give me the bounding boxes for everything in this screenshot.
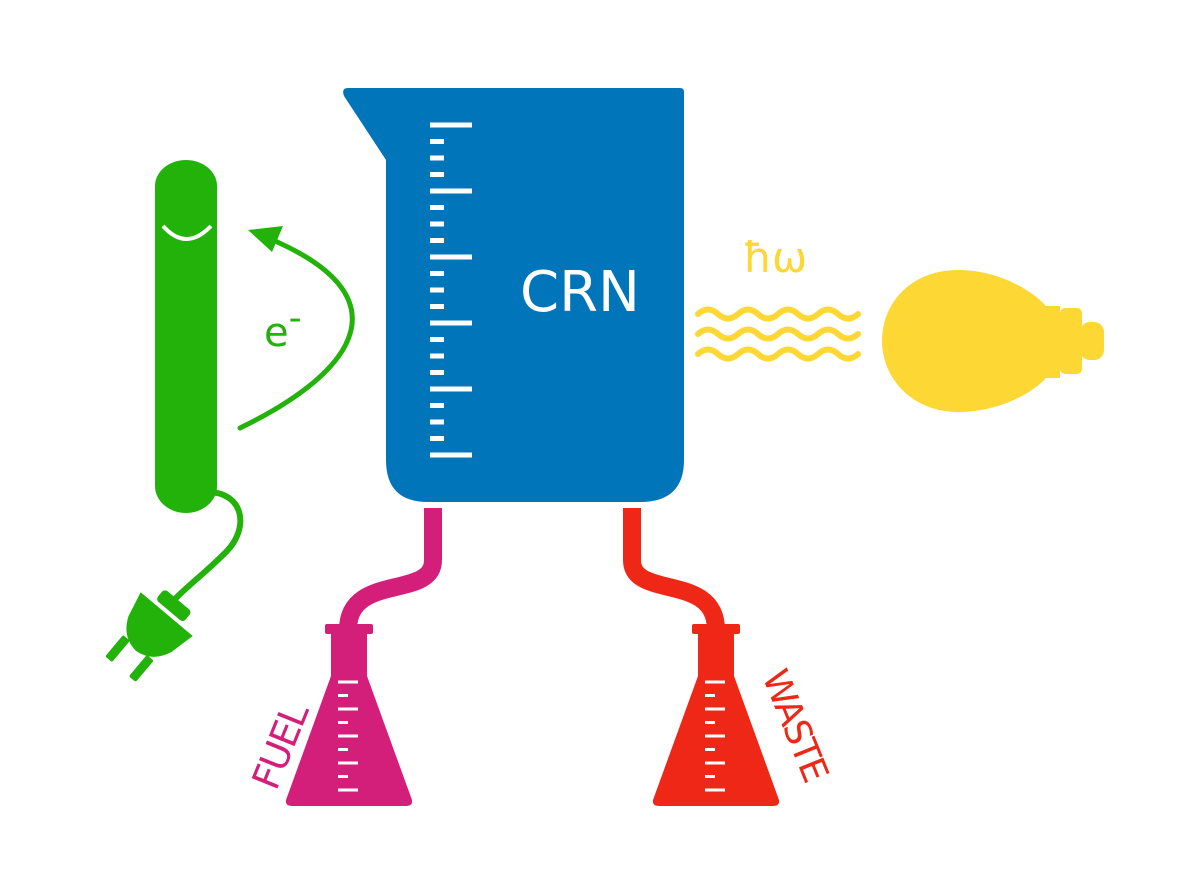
fuel-flask-graduations [338,680,358,792]
waste-tube [623,508,725,631]
fuel-tube [339,508,442,631]
fuel-flask [285,634,413,806]
electron-symbol: e [264,310,289,356]
lightbulb-base [1060,308,1082,374]
waste-flask-graduations [705,680,725,792]
beaker-group [343,88,684,502]
electron-arrow [237,235,355,431]
electrode-body [155,160,217,513]
electron-label: e- [264,298,302,356]
plug-icon [105,590,193,682]
fuel-flask-collar [325,624,373,634]
reactor-label: CRN [520,260,640,325]
beaker-graduations [430,122,472,458]
photon-label: ħω [743,233,807,282]
electrode-group [105,160,355,682]
waste-flask-collar [692,624,740,634]
electron-arrowhead [248,226,283,252]
fuel-group [285,508,442,806]
light-group [695,270,1104,412]
lightbulb-icon [882,270,1060,412]
electron-charge: - [289,298,302,339]
waste-group [623,508,780,806]
beaker-body [343,88,684,502]
waste-flask [652,634,780,806]
electrode-highlight [161,224,213,241]
electrode-cable [173,489,244,601]
photon-waves [695,306,861,362]
lightbulb-tip [1080,322,1104,360]
